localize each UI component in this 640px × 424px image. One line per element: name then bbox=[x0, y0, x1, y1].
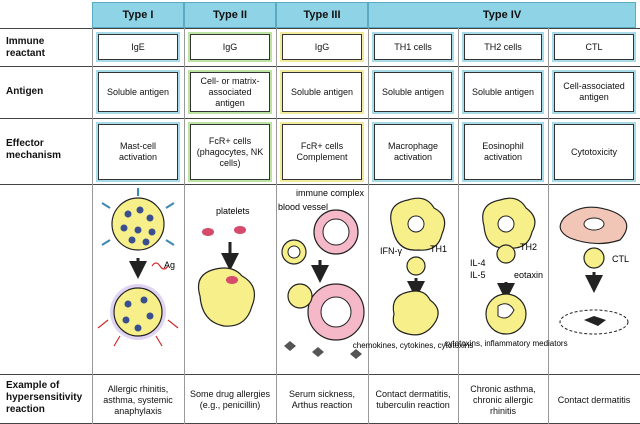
label-immune-reactant: Immune reactant bbox=[6, 36, 45, 59]
phagocyte bbox=[197, 267, 255, 327]
immune-complex-icon bbox=[284, 341, 362, 359]
eosinophil-precursor bbox=[482, 197, 536, 249]
antigen-icon bbox=[151, 262, 169, 270]
th1-cell bbox=[406, 256, 426, 276]
mechanism-illustrations: Ag platelets immune complex blood vessel bbox=[97, 188, 629, 359]
antigen-cell-5: Soluble antigen bbox=[464, 72, 542, 112]
target-nucleus bbox=[583, 217, 605, 231]
mast-cell-resting bbox=[101, 188, 175, 251]
label-effector-mechanism: Effector mechanism bbox=[6, 138, 62, 161]
divider bbox=[0, 374, 640, 375]
dead-cell bbox=[559, 309, 629, 335]
column-divider bbox=[368, 28, 369, 424]
antigen-cell-4: Soluble antigen bbox=[374, 72, 452, 112]
example-type-4-th2: Chronic asthma, chronic allergic rhiniti… bbox=[470, 383, 536, 416]
divider bbox=[0, 66, 640, 67]
effector-cell-1: Mast-cell activation bbox=[98, 124, 178, 180]
blood-vessel-label: blood vessel bbox=[278, 202, 328, 212]
mast-cell-degranulating bbox=[97, 284, 179, 347]
column-divider bbox=[184, 28, 185, 424]
antigen-cell-3: Soluble antigen bbox=[282, 72, 362, 112]
il5-label: IL-5 bbox=[470, 270, 486, 280]
macrophage bbox=[390, 197, 446, 251]
ifn-label: IFN-γ bbox=[380, 246, 402, 256]
column-divider bbox=[458, 28, 459, 424]
chemokines-label: chemokines, cytokines, cytotoxins bbox=[353, 341, 474, 350]
th2-label: TH2 bbox=[520, 242, 537, 252]
label-example: Example of hypersensitivity reaction bbox=[6, 380, 83, 415]
th1-label: TH1 bbox=[430, 244, 447, 254]
ag-label: Ag bbox=[164, 260, 175, 270]
reactant-cell-1: IgE bbox=[98, 34, 178, 60]
effector-cell-2: FcR+ cells (phagocytes, NK cells) bbox=[190, 124, 270, 180]
example-type-4-ctl: Contact dermatitis bbox=[557, 394, 631, 405]
ctl-label: CTL bbox=[612, 254, 629, 264]
th2-cell bbox=[496, 244, 516, 264]
example-type-1: Allergic rhinitis, asthma, systemic anap… bbox=[103, 383, 173, 416]
label-antigen: Antigen bbox=[6, 86, 44, 97]
cytotoxins-label: cytotoxins, inflammatory mediators bbox=[444, 339, 567, 348]
activated-macrophage bbox=[392, 290, 439, 336]
header-type-4: Type IV bbox=[368, 2, 636, 28]
platelet bbox=[226, 276, 238, 284]
reactant-cell-5: TH2 cells bbox=[464, 34, 542, 60]
reactant-cell-4: TH1 cells bbox=[374, 34, 452, 60]
eotaxin-label: eotaxin bbox=[514, 270, 543, 280]
example-type-3: Serum sickness, Arthus reaction bbox=[288, 389, 356, 410]
platelet bbox=[234, 226, 246, 234]
immune-complex-label: immune complex bbox=[296, 188, 365, 198]
effector-cell-6: Cytotoxicity bbox=[554, 124, 634, 180]
header-type-3: Type III bbox=[276, 2, 368, 28]
column-divider bbox=[92, 28, 93, 424]
effector-cell-5: Eosinophil activation bbox=[464, 124, 542, 180]
header-type-1: Type I bbox=[92, 2, 184, 28]
header-type-2: Type II bbox=[184, 2, 276, 28]
reactant-cell-2: IgG bbox=[190, 34, 270, 60]
reactant-cell-6: CTL bbox=[554, 34, 634, 60]
reactant-cell-3: IgG bbox=[282, 34, 362, 60]
antigen-cell-1: Soluble antigen bbox=[98, 72, 178, 112]
immune-cell bbox=[287, 283, 313, 309]
il4-label: IL-4 bbox=[470, 258, 486, 268]
column-divider bbox=[548, 28, 549, 424]
antigen-cell-6: Cell-associated antigen bbox=[554, 72, 634, 112]
column-divider bbox=[276, 28, 277, 424]
platelets-label: platelets bbox=[216, 206, 250, 216]
ctl-cell bbox=[583, 247, 605, 269]
platelet bbox=[202, 228, 214, 236]
cell-debris bbox=[584, 316, 606, 326]
example-type-2: Some drug allergies (e.g., penicillin) bbox=[189, 389, 271, 410]
divider bbox=[0, 28, 640, 29]
antigen-cell-2: Cell- or matrix-associated antigen bbox=[190, 72, 270, 112]
effector-cell-4: Macrophage activation bbox=[374, 124, 452, 180]
divider bbox=[0, 184, 640, 185]
effector-cell-3: FcR+ cells Complement bbox=[282, 124, 362, 180]
example-type-4-th1: Contact dermatitis, tuberculin reaction bbox=[375, 389, 451, 410]
divider bbox=[0, 118, 640, 119]
